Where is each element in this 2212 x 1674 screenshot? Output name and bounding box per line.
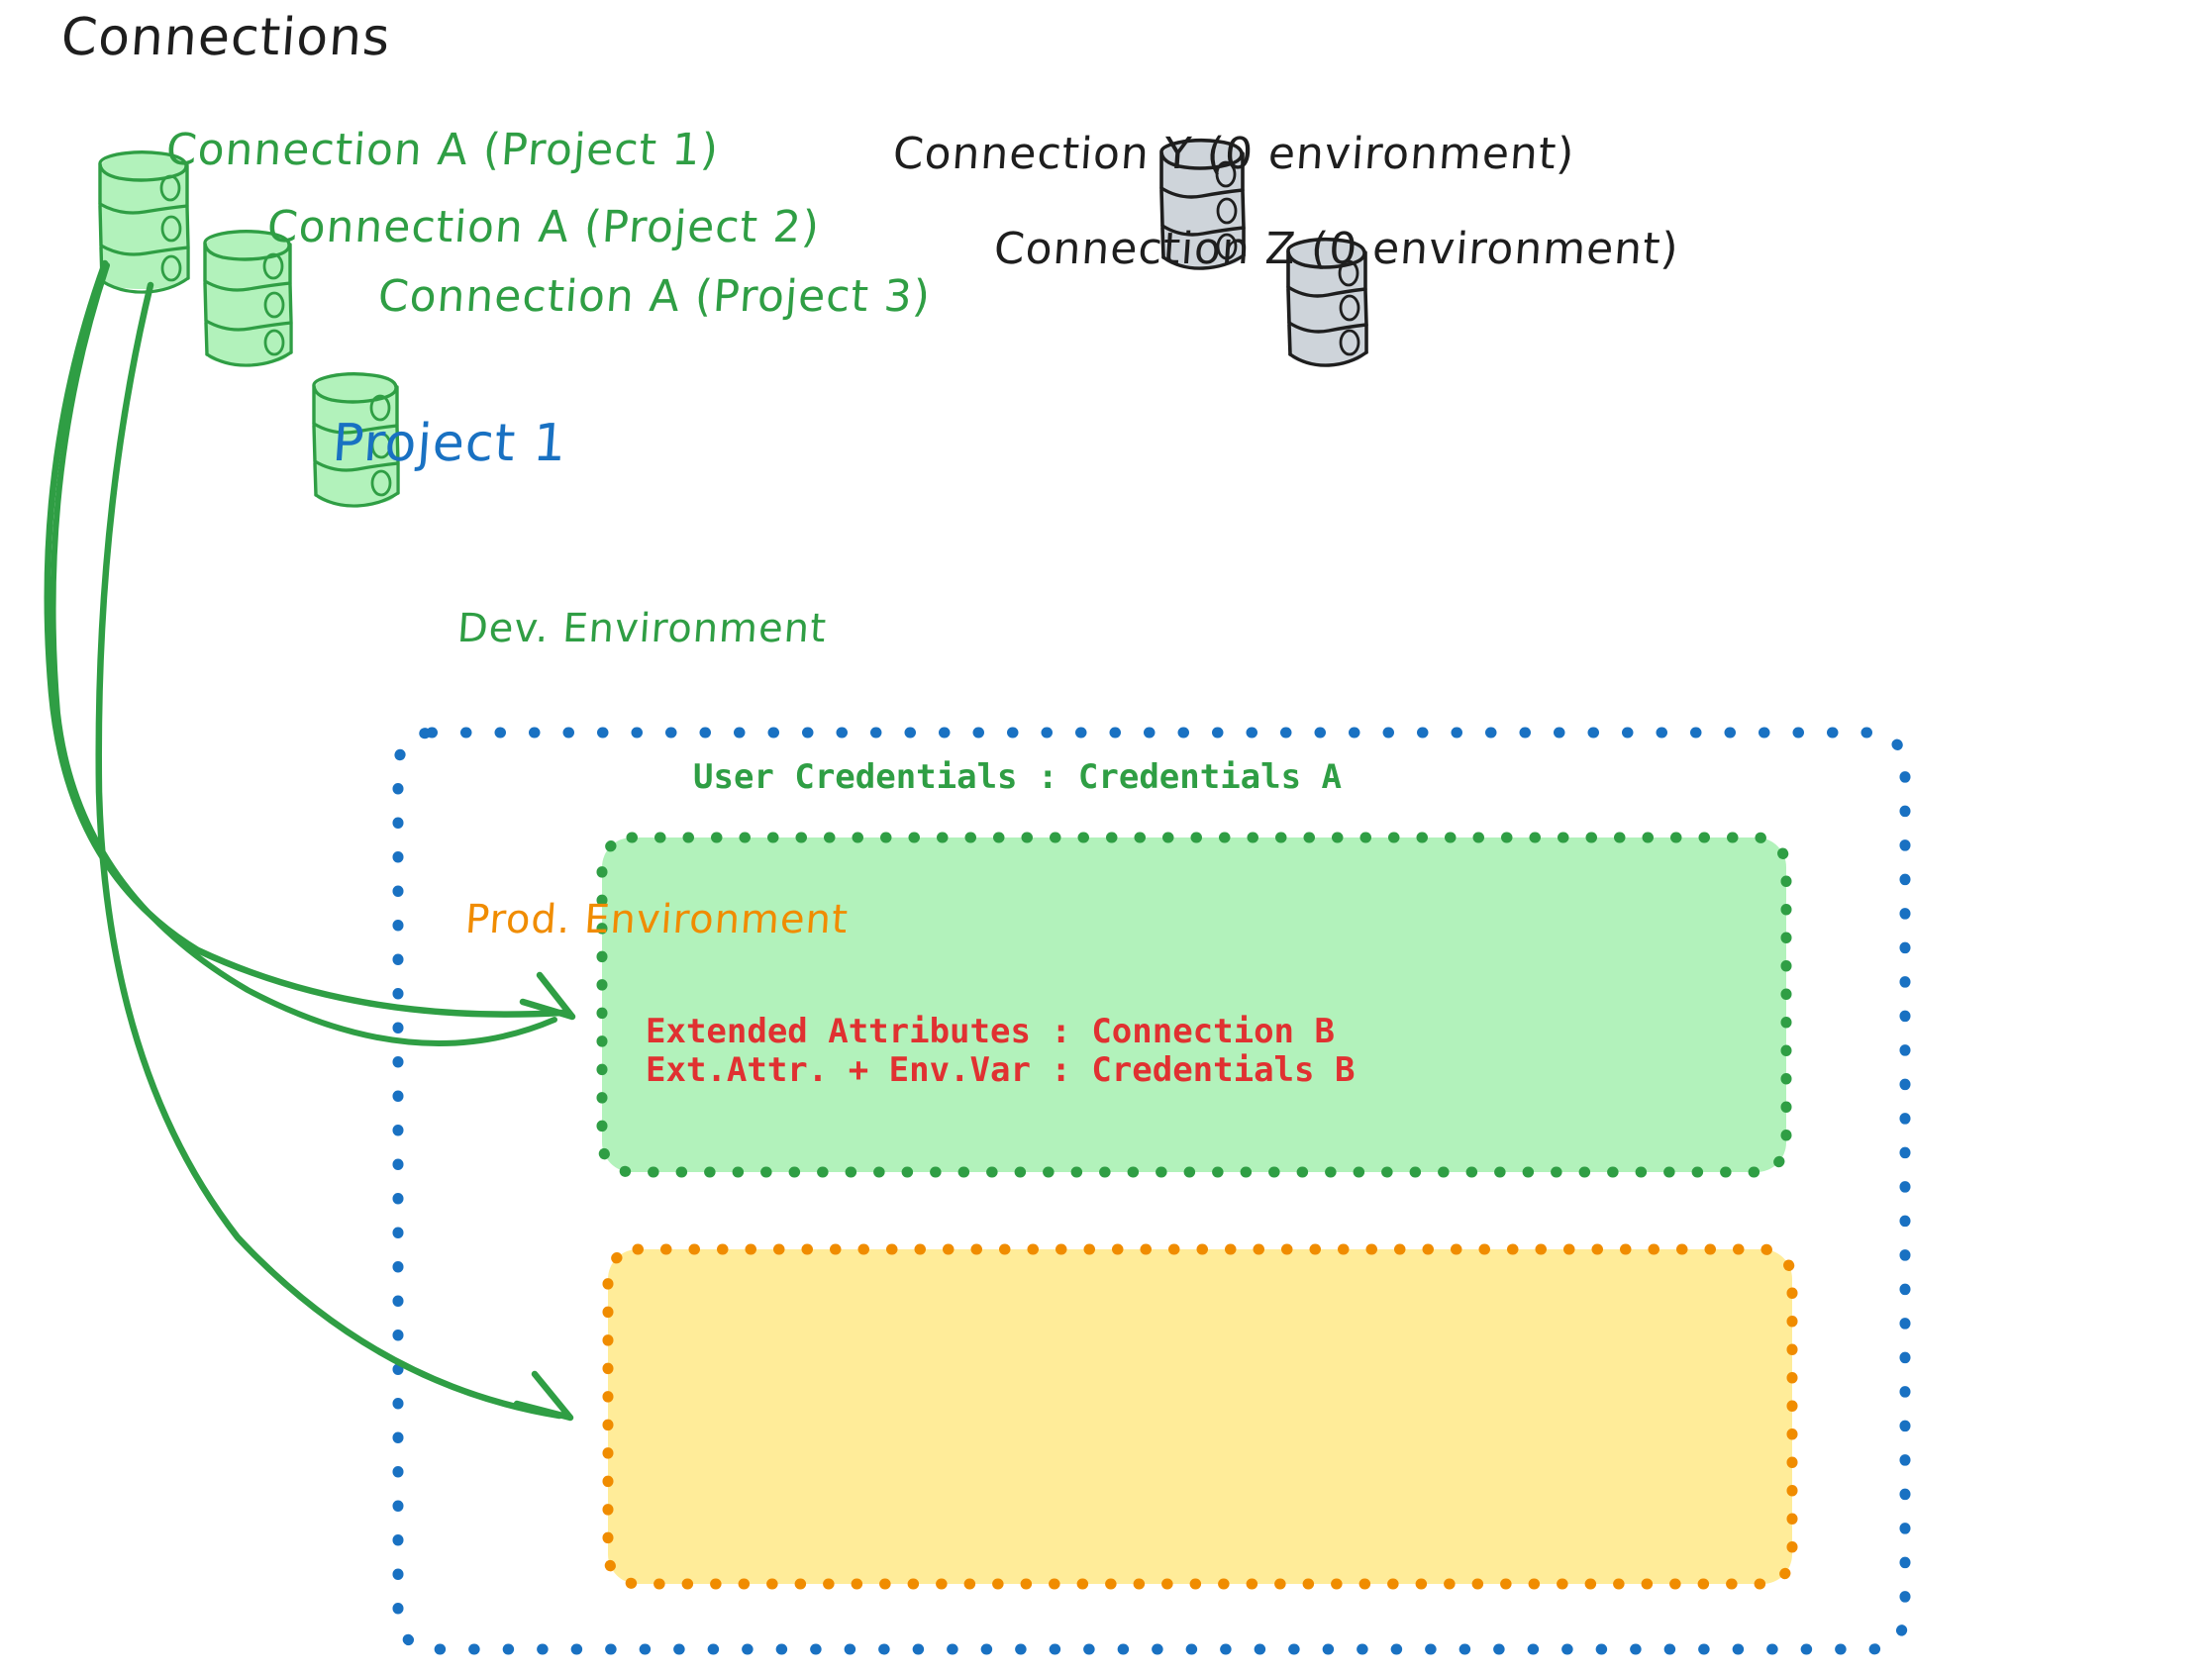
connection-label-y: Connection Y (0 environment)	[891, 129, 1577, 179]
connection-label-z: Connection Z (0 environment)	[992, 224, 1681, 274]
prod-environment-entry-extended-attributes: Extended Attributes : Connection B	[646, 1012, 1335, 1051]
database-cylinder-icon-connection-a-project-3[interactable]	[312, 372, 400, 508]
database-cylinder-icon-connection-y[interactable]	[1159, 138, 1246, 270]
connection-label-a-project-2: Connection A (Project 2)	[265, 202, 822, 252]
project-1-container	[392, 727, 1911, 1655]
dev-environment-box[interactable]	[596, 832, 1792, 1178]
database-cylinder-icon-connection-z[interactable]	[1286, 237, 1368, 367]
page-title: Connections	[58, 8, 393, 67]
database-cylinder-icon-connection-a-project-2[interactable]	[203, 230, 293, 367]
dev-environment-title: Dev. Environment	[455, 606, 829, 651]
connection-label-a-project-1: Connection A (Project 1)	[164, 125, 721, 175]
arrow-connection-a-to-dev-environment	[44, 259, 576, 1021]
dev-environment-entry-user-credentials: User Credentials : Credentials A	[693, 757, 1343, 797]
arrow-connection-a-to-prod-environment	[95, 281, 574, 1422]
project-title: Project 1	[330, 414, 569, 473]
prod-environment-box[interactable]	[602, 1243, 1798, 1590]
prod-environment-entry-ext-attr-env-var: Ext.Attr. + Env.Var : Credentials B	[646, 1050, 1356, 1090]
prod-environment-title: Prod. Environment	[463, 897, 851, 942]
connection-label-a-project-3: Connection A (Project 3)	[376, 271, 933, 322]
